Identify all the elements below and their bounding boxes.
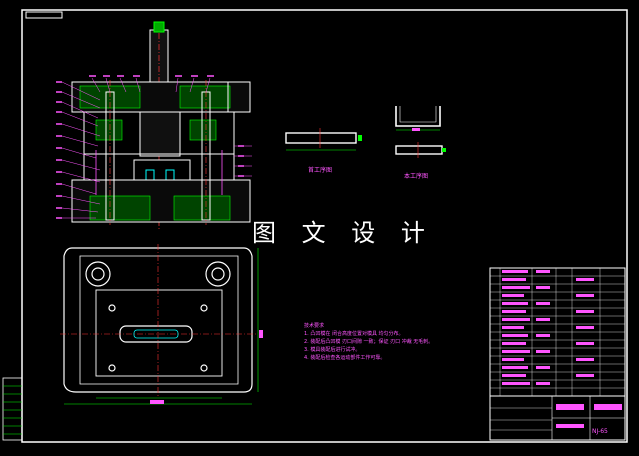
bent-part-view (395, 106, 446, 158)
title-tab (25, 11, 63, 19)
drawing-border (21, 9, 628, 443)
note-item: 1. 凸凹模在 闭合高度位置对模具 均匀分布。 (304, 331, 404, 337)
note-item: 2. 装配后凸凹模 刃口间隙 一致；保证 刃口 冲裁 无毛刺。 (304, 339, 434, 345)
drawing-code: NJ-65 (592, 428, 608, 435)
note-item: 4. 装配后检查各运动部件工作可靠。 (304, 355, 386, 361)
bend-view-caption: 本工序图 (404, 173, 429, 180)
side-revision-table (2, 377, 23, 441)
front-section-view (56, 21, 252, 230)
title-block (489, 267, 626, 441)
technical-notes: 技术要求 1. 凸凹模在 闭合高度位置对模具 均匀分布。 2. 装配后凸凹模 刃… (304, 322, 433, 362)
blank-part-view (285, 128, 362, 151)
watermark-text: 图 文 设 计 (252, 219, 434, 247)
notes-title: 技术要求 (304, 323, 325, 329)
plan-view (60, 244, 263, 405)
note-item: 3. 模具装配后进行试冲。 (304, 347, 361, 353)
blank-view-caption: 首工序图 (308, 167, 333, 174)
